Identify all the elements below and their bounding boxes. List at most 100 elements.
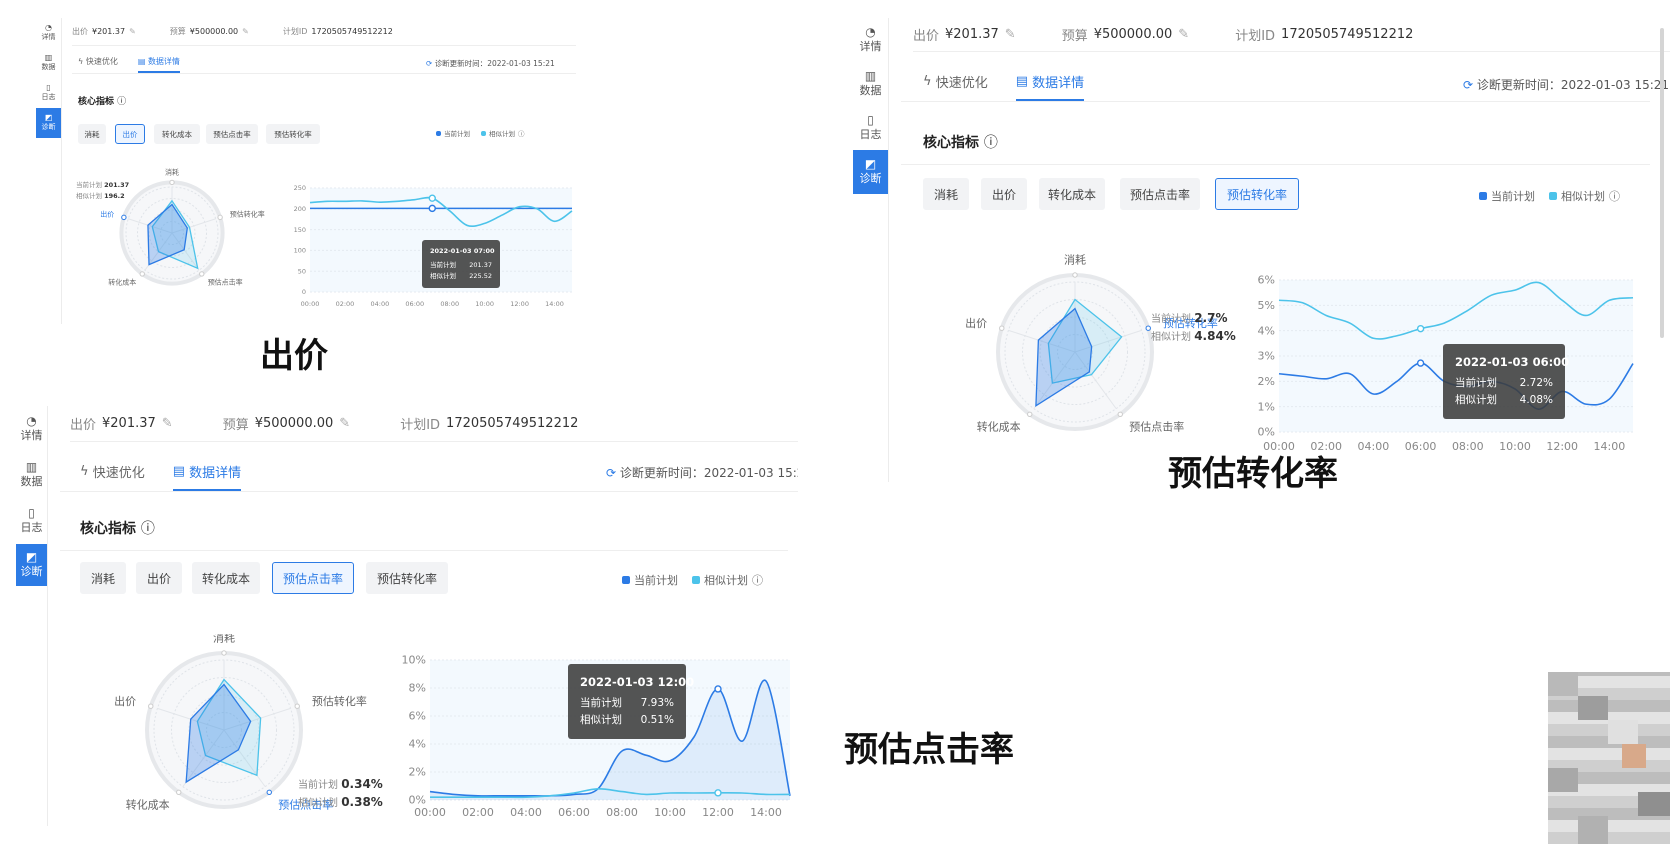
help-icon[interactable]: ⓘ xyxy=(117,97,127,107)
tab-bar: ϟ 快速优化 ▤ 数据详情 xyxy=(72,50,576,74)
x-tick-label: 02:00 xyxy=(1310,440,1342,453)
series-similar-line xyxy=(429,787,791,799)
blurred-thumbnail xyxy=(1548,672,1670,844)
help-icon[interactable]: ⓘ xyxy=(1609,190,1620,203)
sidebar-item-diagnose[interactable]: ◩诊断 xyxy=(36,108,61,138)
x-tick-label: 14:00 xyxy=(545,300,564,308)
tab-data-detail[interactable]: ▤ 数据详情 xyxy=(172,452,242,491)
diagnosis-update-time: ⟳ 诊断更新时间：2022-01-03 15:21 xyxy=(606,466,798,480)
tab-quick-optimize[interactable]: ϟ 快速优化 xyxy=(80,464,145,481)
lightning-icon: ϟ xyxy=(80,464,93,479)
metric-button-cvr[interactable]: 预估转化率 xyxy=(1215,178,1299,210)
metric-button-ctr[interactable]: 预估点击率 xyxy=(206,124,258,144)
y-tick-label: 6% xyxy=(1258,274,1275,287)
edit-icon[interactable]: ✎ xyxy=(1004,27,1016,42)
radar-grid-ring xyxy=(171,677,277,783)
radar-axis-dot xyxy=(199,271,205,277)
hover-point xyxy=(428,204,436,213)
y-tick-label: 1% xyxy=(1258,400,1275,413)
edit-icon[interactable]: ✎ xyxy=(129,27,136,36)
series-similar-line xyxy=(309,196,573,228)
section-title: 核心指标 ⓘ xyxy=(80,521,155,537)
x-tick-label: 12:00 xyxy=(1546,440,1578,453)
radar-axis-dot xyxy=(121,214,127,221)
bar-chart-icon: ▥ xyxy=(864,69,877,83)
x-tick-label: 04:00 xyxy=(510,806,542,819)
tab-quick-optimize[interactable]: ϟ 快速优化 xyxy=(923,74,988,91)
y-tick-label: 3% xyxy=(1258,350,1275,363)
edit-icon[interactable]: ✎ xyxy=(161,416,173,431)
metric-button-bid[interactable]: 出价 xyxy=(136,562,182,594)
sidebar-item-detail[interactable]: ◔详情 xyxy=(859,25,882,53)
sidebar-item-data[interactable]: ▥数据 xyxy=(859,69,882,97)
radar-axis-dot xyxy=(1145,325,1151,331)
metric-button-conversion-cost[interactable]: 转化成本 xyxy=(154,124,200,144)
radar-axis xyxy=(171,218,216,234)
edit-icon[interactable]: ✎ xyxy=(339,416,351,431)
metric-button-bid[interactable]: 出价 xyxy=(115,124,145,144)
metric-button-bid[interactable]: 出价 xyxy=(981,178,1027,210)
chart-icon: ◩ xyxy=(25,550,38,564)
sidebar-item-data[interactable]: ▥数据 xyxy=(20,460,43,488)
y-tick-label: 4% xyxy=(1258,324,1275,337)
metric-button-spend[interactable]: 消耗 xyxy=(923,178,969,210)
scrollbar[interactable] xyxy=(1660,28,1664,338)
y-tick-label: 0% xyxy=(1258,426,1275,439)
metric-button-conversion-cost[interactable]: 转化成本 xyxy=(1039,178,1105,210)
help-icon[interactable]: ⓘ xyxy=(518,130,525,138)
bar-chart-icon: ▥ xyxy=(44,53,53,62)
metric-button-cvr[interactable]: 预估转化率 xyxy=(366,562,448,594)
radar-axis-label: 预估点击率 xyxy=(208,277,243,286)
x-tick-label: 08:00 xyxy=(440,300,459,308)
y-tick-label: 250 xyxy=(294,184,306,192)
radar-value-block: 当前计划 2.7% 相似计划 4.84% xyxy=(1151,311,1236,343)
radar-axis-dot xyxy=(294,703,300,709)
help-icon[interactable]: ⓘ xyxy=(140,521,155,537)
radar-axis-label: 预估转化率 xyxy=(230,210,265,219)
metric-button-cvr[interactable]: 预估转化率 xyxy=(266,124,320,144)
x-tick-label: 08:00 xyxy=(606,806,638,819)
help-icon[interactable]: ⓘ xyxy=(983,135,998,151)
y-tick-label: 10% xyxy=(402,654,426,667)
sidebar-item-diagnose[interactable]: ◩诊断 xyxy=(853,150,888,194)
refresh-icon[interactable]: ⟳ xyxy=(426,59,433,68)
sidebar: ◔详情 ▥数据 ▯日志 ◩诊断 xyxy=(853,18,889,482)
radar-axis-label: 预估点击率 xyxy=(278,797,333,811)
tab-data-detail[interactable]: ▤ 数据详情 xyxy=(137,50,181,73)
refresh-icon[interactable]: ⟳ xyxy=(1463,78,1474,92)
tab-quick-optimize[interactable]: ϟ 快速优化 xyxy=(78,57,118,66)
book-icon: ▯ xyxy=(867,113,874,127)
sidebar-item-diagnose[interactable]: ◩诊断 xyxy=(16,544,47,586)
refresh-icon[interactable]: ⟳ xyxy=(606,466,617,480)
metric-button-conversion-cost[interactable]: 转化成本 xyxy=(192,562,260,594)
x-tick-label: 10:00 xyxy=(1499,440,1531,453)
radar-axis-label: 出价 xyxy=(100,210,114,219)
y-tick-label: 200 xyxy=(294,205,306,213)
sidebar-item-log[interactable]: ▯日志 xyxy=(20,506,43,534)
radar-axis-label: 转化成本 xyxy=(977,419,1021,433)
tab-data-detail[interactable]: ▤ 数据详情 xyxy=(1015,62,1085,101)
sidebar-item-data[interactable]: ▥数据 xyxy=(41,53,56,72)
sidebar-item-detail[interactable]: ◔详情 xyxy=(41,23,56,42)
sidebar-item-detail[interactable]: ◔详情 xyxy=(20,414,43,442)
metric-button-ctr[interactable]: 预估点击率 xyxy=(1120,178,1200,210)
sidebar-item-log[interactable]: ▯日志 xyxy=(41,83,56,102)
sidebar-item-log[interactable]: ▯日志 xyxy=(859,113,882,141)
help-icon[interactable]: ⓘ xyxy=(752,574,763,587)
y-tick-label: 6% xyxy=(409,710,426,723)
metric-button-spend[interactable]: 消耗 xyxy=(78,124,106,144)
edit-icon[interactable]: ✎ xyxy=(1178,27,1190,42)
x-tick-label: 02:00 xyxy=(462,806,494,819)
radar-axis-dot xyxy=(139,271,145,277)
edit-icon[interactable]: ✎ xyxy=(242,27,249,36)
metric-button-spend[interactable]: 消耗 xyxy=(80,562,126,594)
metric-button-ctr[interactable]: 预估点击率 xyxy=(272,562,354,594)
y-tick-label: 100 xyxy=(294,247,306,255)
series-current-line xyxy=(429,679,791,797)
bar-chart-icon: ▥ xyxy=(25,460,38,474)
